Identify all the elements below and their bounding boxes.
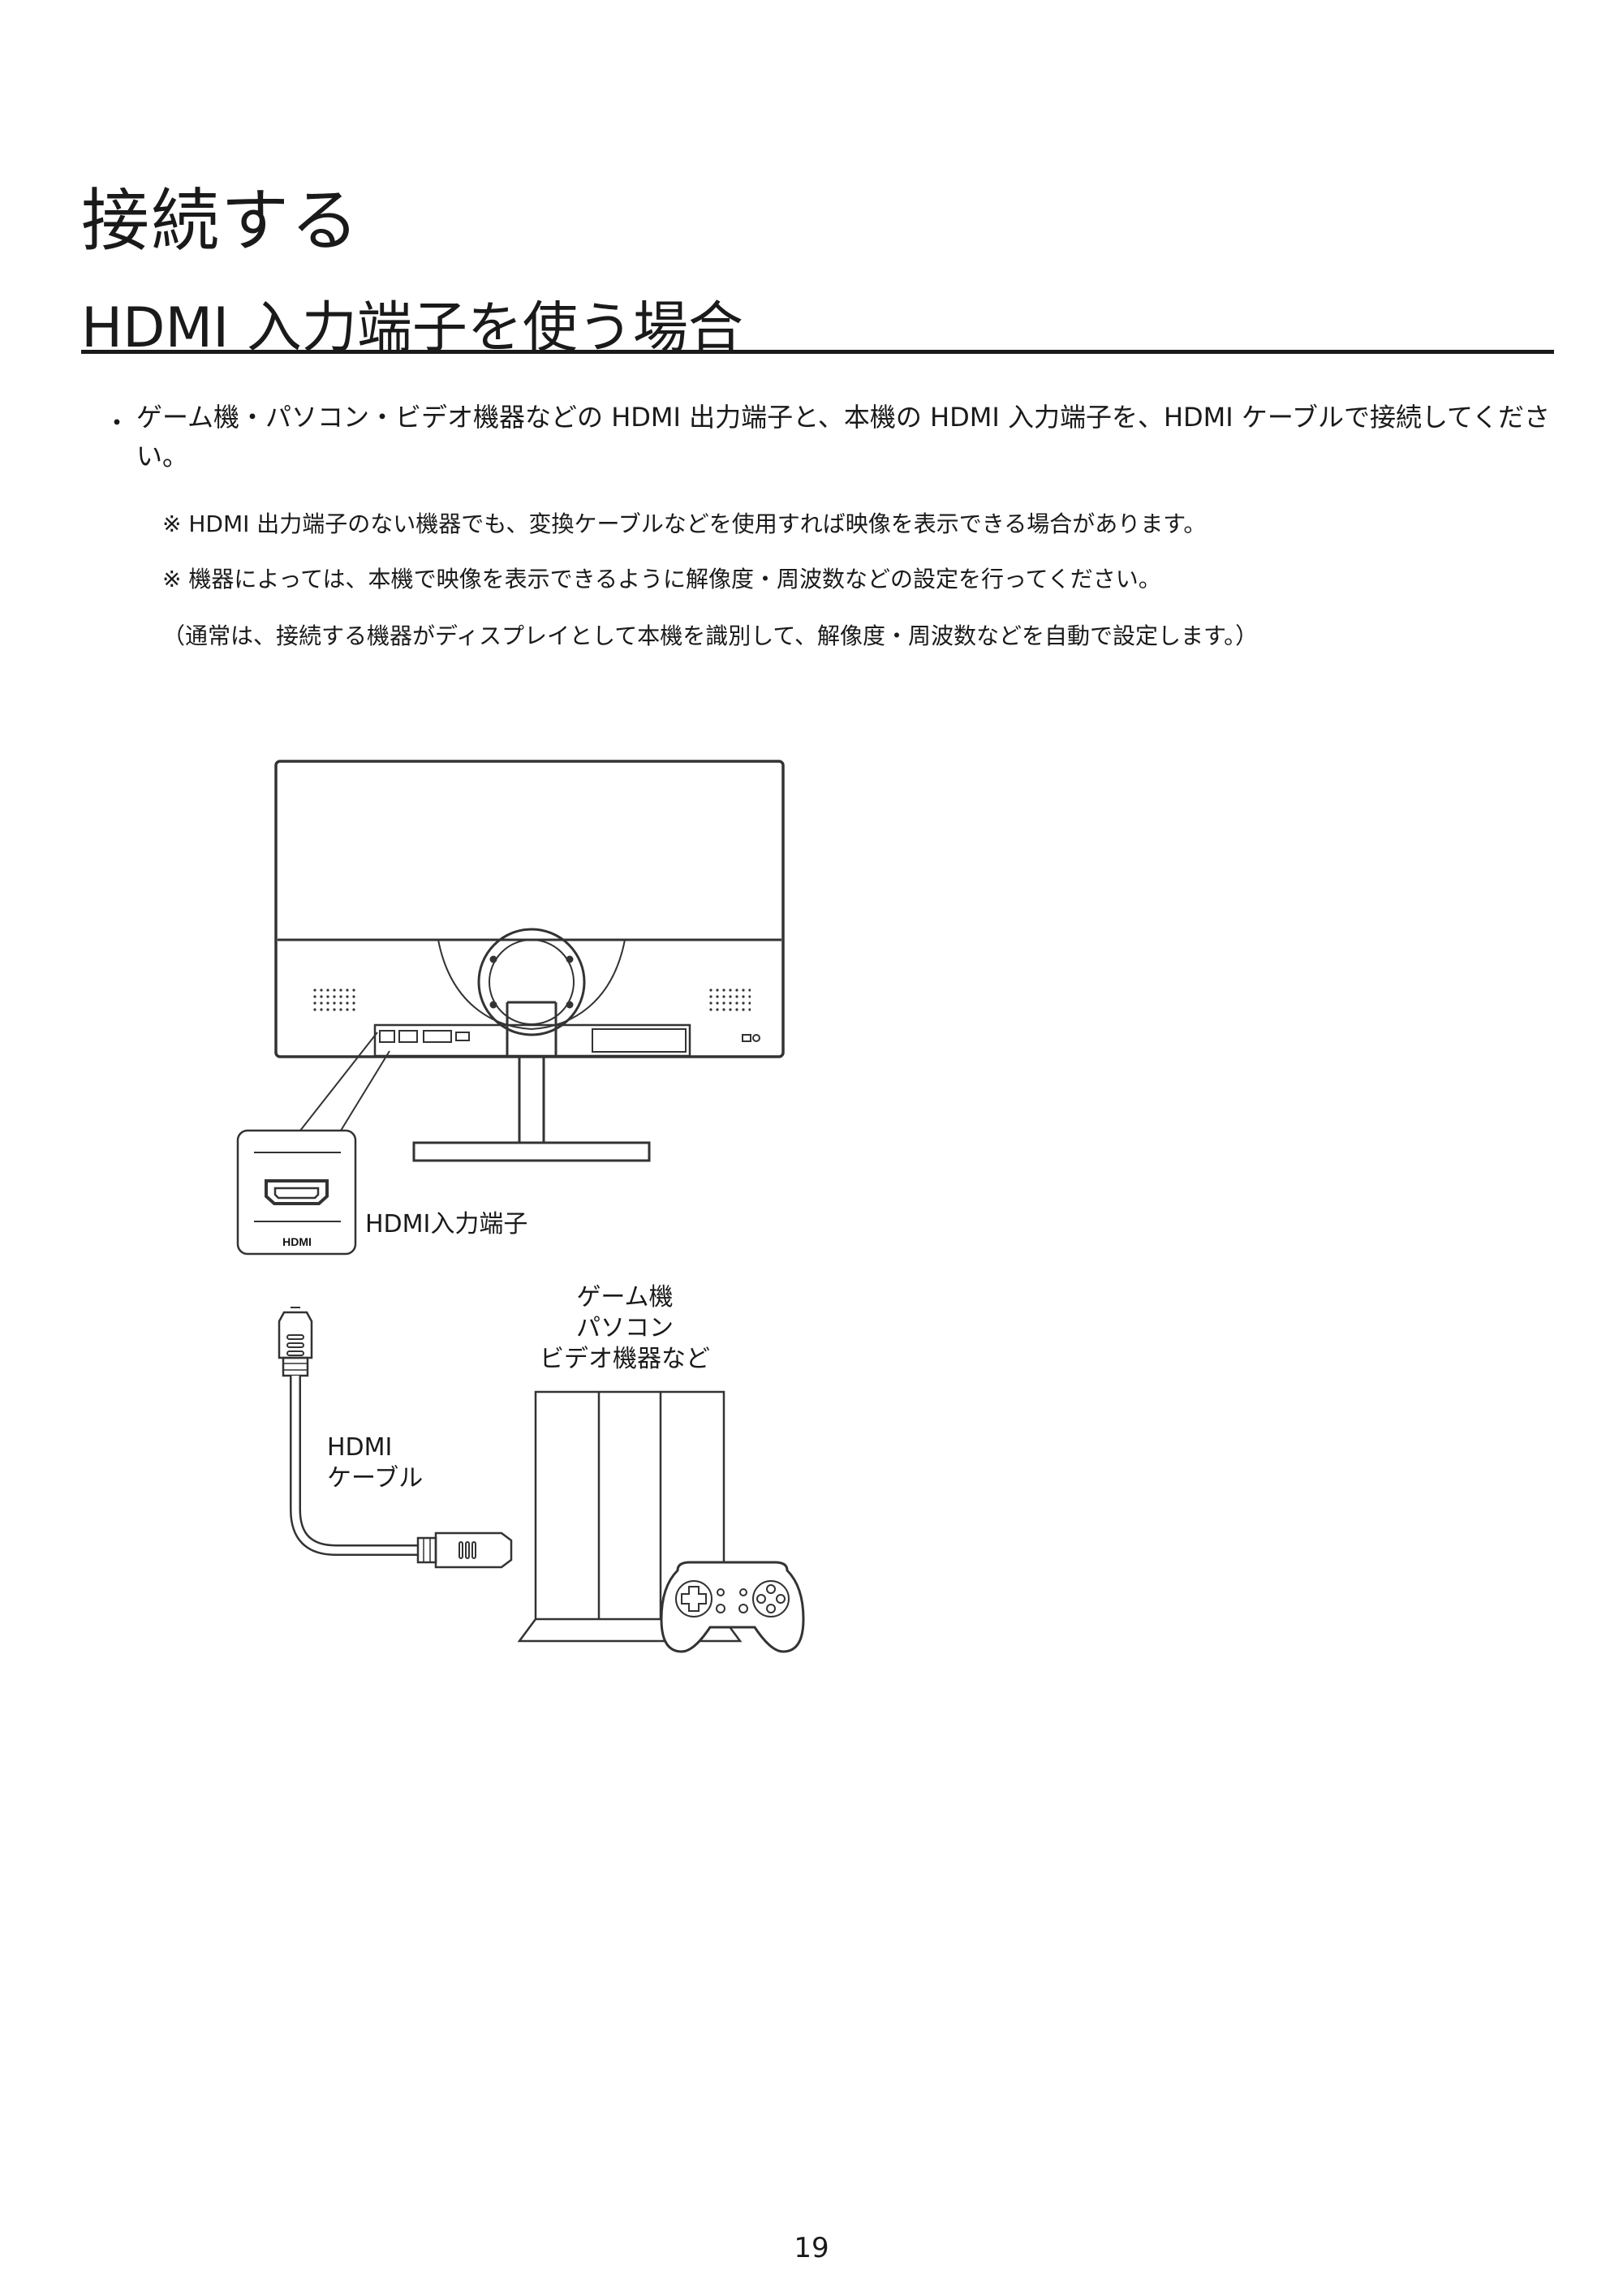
hdmi-port-closeup: HDMI	[236, 1129, 357, 1256]
monitor-frame	[274, 760, 785, 1058]
device-label-game: ゲーム機	[576, 1283, 674, 1312]
section-rule	[81, 350, 1554, 354]
hdmi-input-label: HDMI入力端子	[365, 1210, 528, 1238]
hdmi-cable-illustration	[278, 1307, 513, 1569]
note-auto-detection: （通常は、接続する機器がディスプレイとして本機を識別して、解像度・周波数などを自…	[162, 622, 1259, 649]
game-controller	[660, 1561, 805, 1653]
hdmi-port-icon	[265, 1179, 329, 1205]
monitor-back-dome	[437, 939, 626, 1031]
cable-label-cable: ケーブル	[327, 1464, 424, 1493]
bullet-text: ゲーム機・パソコン・ビデオ機器などの HDMI 出力端子と、本機の HDMI 入…	[136, 402, 1551, 472]
hdmi-port-badge: HDMI	[282, 1235, 312, 1248]
monitor-stand-neck	[506, 1001, 558, 1057]
hdmi-cable-side-plug	[434, 1531, 513, 1569]
bullet-mark: ・	[104, 407, 131, 438]
cable-label-hdmi: HDMI	[327, 1433, 393, 1462]
port-panel	[373, 1023, 691, 1058]
hdmi-cable-top-plug	[278, 1311, 313, 1359]
device-label: ゲーム機 パソコン ビデオ機器など	[519, 1282, 730, 1375]
speaker-grill-left	[312, 986, 357, 1012]
device-label-pc: パソコン	[576, 1314, 674, 1342]
game-console	[534, 1390, 725, 1621]
page-number: 19	[794, 2232, 829, 2264]
speaker-grill-right	[706, 986, 751, 1012]
monitor-illustration	[274, 760, 785, 1162]
console-base	[517, 1618, 743, 1643]
page-title: 接続する	[81, 181, 361, 261]
monitor-stand-base	[412, 1141, 651, 1162]
device-illustration	[517, 1390, 805, 1653]
section-title: HDMI 入力端子を使う場合	[81, 296, 743, 360]
note-alternate-output: ※ HDMI 出力端子のない機器でも、変換ケーブルなどを使用すれば映像を表示でき…	[162, 510, 1207, 537]
device-label-video: ビデオ機器など	[540, 1345, 710, 1373]
cable-label: HDMI ケーブル	[327, 1432, 423, 1494]
monitor-vesa-ring	[477, 928, 586, 1036]
port-callout	[299, 1032, 390, 1131]
note-resolution-settings: ※ 機器によっては、本機で映像を表示できるように解像度・周波数などの設定を行って…	[162, 566, 1161, 592]
connection-diagram: HDMI	[236, 760, 805, 1653]
